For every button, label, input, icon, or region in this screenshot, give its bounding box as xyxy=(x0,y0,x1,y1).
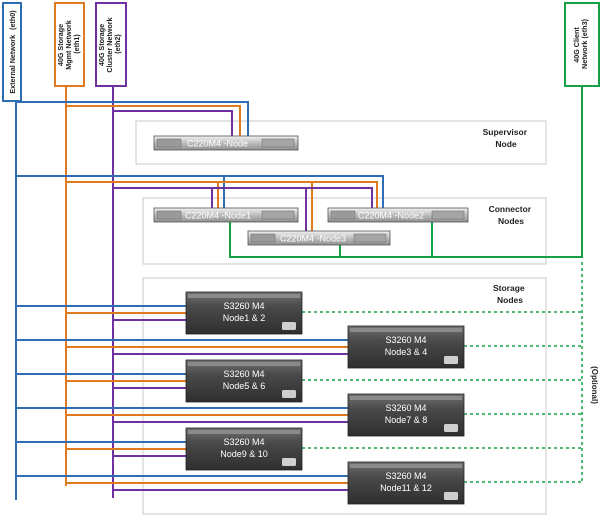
storage-group-label: Storage Nodes xyxy=(493,283,527,305)
supervisor-group-label: Supervisor Node xyxy=(483,127,530,149)
supervisor-node-ports xyxy=(261,138,295,148)
storage-node-3-handle xyxy=(282,390,296,398)
connector-node-1-ports xyxy=(261,210,295,220)
mgmt-network-box xyxy=(54,2,85,87)
connector-node-1-label: C220M4 -Node1 xyxy=(185,211,251,221)
storage-node-3-name: Node5 & 6 xyxy=(223,381,266,391)
storage-node-4-name: Node7 & 8 xyxy=(385,415,428,425)
storage-node-6-top-trim xyxy=(350,464,462,468)
storage-node-2-model: S3260 M4 xyxy=(385,335,426,345)
cluster-network-box xyxy=(95,2,127,87)
storage-group-label-line1: Storage xyxy=(493,283,525,293)
connector-node-3-label: C220M4 -Node3 xyxy=(280,234,346,244)
connector-external-link xyxy=(16,175,384,209)
supervisor-cluster-link xyxy=(113,110,233,137)
connector-node-2-ports xyxy=(431,210,465,220)
storage-node-2-handle xyxy=(444,356,458,364)
storage-node-4-model: S3260 M4 xyxy=(385,403,426,413)
connector-node-2-label: C220M4 -Node2 xyxy=(358,211,424,221)
storage-node-4-top-trim xyxy=(350,396,462,400)
cluster-network-label: 40G Storage Cluster Network (eth2) xyxy=(97,15,122,72)
storage-node-1-top-trim xyxy=(188,294,300,298)
group-boxes xyxy=(135,120,547,515)
storage-node-5-name: Node9 & 10 xyxy=(220,449,268,459)
optional-label: (Optional) xyxy=(590,366,599,404)
client-network-label-line2: Network (eth3) xyxy=(580,18,589,69)
supervisor-group-label-line2: Node xyxy=(495,139,517,149)
storage-node-3: S3260 M4 Node5 & 6 xyxy=(185,359,303,403)
storage-node-4-handle xyxy=(444,424,458,432)
storage-node-6-handle xyxy=(444,492,458,500)
connector-links xyxy=(16,175,582,258)
storage-node-2: S3260 M4 Node3 & 4 xyxy=(347,325,465,369)
connector-node-3-drive-bay xyxy=(250,233,276,243)
cluster-network-label-line1: 40G Storage xyxy=(97,24,106,66)
supervisor-mgmt-link xyxy=(66,105,241,137)
connector-node-2: C220M4 -Node2 xyxy=(327,207,469,223)
storage-node-1-handle xyxy=(282,322,296,330)
storage-node-2-name: Node3 & 4 xyxy=(385,347,428,357)
storage-node-6-name: Node11 & 12 xyxy=(380,483,432,493)
network-headers: External Network (eth0) 40G Storage Mgmt… xyxy=(2,2,600,102)
supervisor-node-label: C220M4 -Node xyxy=(187,139,248,149)
storage-node-1-name: Node1 & 2 xyxy=(223,313,266,323)
network-trunks xyxy=(15,86,583,500)
supervisor-node: C220M4 -Node xyxy=(153,135,299,151)
storage-node-6: S3260 M4 Node11 & 12 xyxy=(347,461,465,505)
external-network-label: External Network (eth0) xyxy=(8,10,17,94)
mgmt-network-label-line2: Mgmt Network xyxy=(64,20,73,70)
connector-mgmt-link xyxy=(66,181,378,209)
supervisor-links xyxy=(16,101,249,137)
mgmt-network-label-line1: 40G Storage xyxy=(56,24,65,66)
supervisor-group-box xyxy=(135,120,547,165)
cluster-network-label-line3: (eth2) xyxy=(113,34,122,54)
supervisor-external-link xyxy=(16,101,249,137)
storage-node-3-top-trim xyxy=(188,362,300,366)
storage-node-2-top-trim xyxy=(350,328,462,332)
connector-client-link xyxy=(229,222,582,258)
client-network-label-line1: 40G Client xyxy=(572,27,581,63)
connector-group-label-line1: Connector xyxy=(489,204,532,214)
connector-node-2-drive-bay xyxy=(330,210,356,220)
storage-node-5-top-trim xyxy=(188,430,300,434)
connector-node-3: C220M4 -Node3 xyxy=(247,230,391,246)
supervisor-node-drive-bay xyxy=(156,138,182,148)
cluster-network-label-line2: Cluster Network xyxy=(105,17,114,72)
connector-group-label: Connector Nodes xyxy=(489,204,534,226)
external-network-label-line2: (eth0) xyxy=(8,10,17,30)
storage-node-6-model: S3260 M4 xyxy=(385,471,426,481)
client-network-box xyxy=(564,2,600,87)
optional-client-links xyxy=(302,262,583,483)
storage-node-1: S3260 M4 Node1 & 2 xyxy=(185,291,303,335)
mgmt-network-label: 40G Storage Mgmt Network (eth1) xyxy=(56,18,81,70)
storage-node-5-model: S3260 M4 xyxy=(223,437,264,447)
mgmt-network-label-line3: (eth1) xyxy=(72,34,81,54)
connector-cluster-link xyxy=(113,187,373,209)
storage-node-5: S3260 M4 Node9 & 10 xyxy=(185,427,303,471)
storage-node-3-model: S3260 M4 xyxy=(223,369,264,379)
storage-node-4: S3260 M4 Node7 & 8 xyxy=(347,393,465,437)
connector-group-label-line2: Nodes xyxy=(498,216,524,226)
storage-group-box xyxy=(142,277,547,515)
storage-node-5-handle xyxy=(282,458,296,466)
external-network-label-line1: External Network xyxy=(8,35,17,94)
connector-node-1-drive-bay xyxy=(156,210,182,220)
connector-group-box xyxy=(142,197,547,265)
external-network-box xyxy=(2,2,22,102)
connector-node-1: C220M4 -Node1 xyxy=(153,207,299,223)
supervisor-group-label-line1: Supervisor xyxy=(483,127,528,137)
connector-node-3-ports xyxy=(353,233,387,243)
client-network-label: 40G Client Network (eth3) xyxy=(572,18,589,69)
storage-node-1-model: S3260 M4 xyxy=(223,301,264,311)
storage-group-label-line2: Nodes xyxy=(497,295,523,305)
storage-links xyxy=(16,305,348,491)
